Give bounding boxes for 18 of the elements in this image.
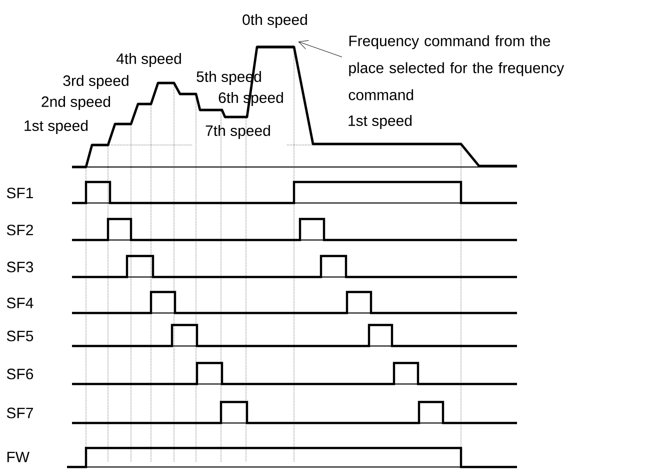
speed-label: 4th speed [116,53,181,67]
signal-label: SF2 [6,224,33,236]
speed-label: 3rd speed [63,75,128,89]
leader-line [298,40,342,58]
signal-label: SF5 [6,330,34,342]
speed-label: 0th speed [242,14,307,28]
signal-label: SF4 [6,298,34,308]
signal-label: SF7 [6,408,33,418]
speed-label: 7th speed [206,125,270,139]
speed-label: 1st speed [24,120,88,134]
signal-label: SF6 [6,368,34,380]
signal-label: SF1 [6,188,33,198]
speed-label: 2nd speed [42,96,110,110]
speed-plateau [257,46,294,48]
annotation-text: Frequency command from the place selected for the frequency command [348,35,564,100]
signal-label: FW [7,452,30,462]
signal-label: SF3 [6,262,34,272]
speed-label: 1st speed [348,115,412,129]
